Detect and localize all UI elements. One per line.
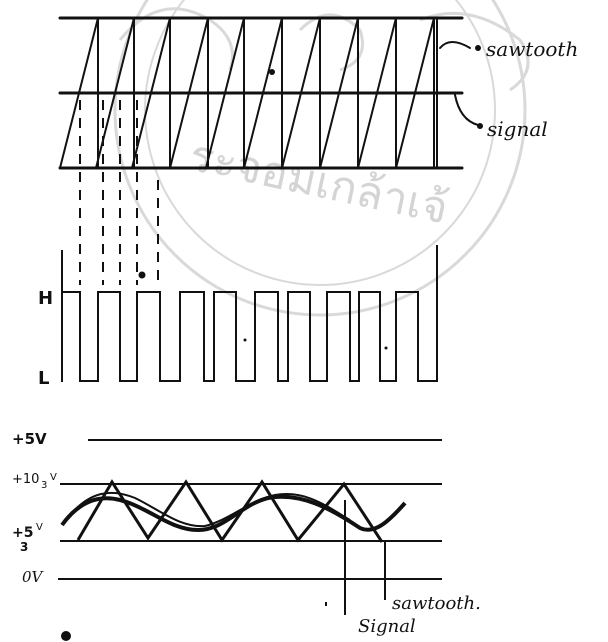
middle-panel xyxy=(61,245,438,382)
level-5-3v-subscript: 3 xyxy=(20,540,28,554)
bottom-signal-label: Signal xyxy=(358,616,416,637)
watermark-text: ระจอมเกล้าเจ้ xyxy=(185,130,453,234)
projection-lines xyxy=(79,100,159,285)
sawtooth-label: sawtooth xyxy=(486,37,578,61)
watermark-seal: ระจอมเกล้าเจ้ xyxy=(113,0,530,317)
bottom-signal-wave xyxy=(60,494,407,533)
top-panel xyxy=(58,16,479,170)
level-10-3v-subscript: 3 xyxy=(41,480,47,491)
level-10-3v-label: +10 xyxy=(12,472,39,487)
level-5-3v-label: +5 xyxy=(12,525,33,541)
low-level-label: L xyxy=(38,368,49,389)
bottom-panel xyxy=(58,439,442,615)
signal-leader xyxy=(454,94,479,126)
level-0v-label: 0V xyxy=(22,568,45,586)
sawtooth-teeth-path xyxy=(59,17,435,169)
level-5v-label: +5V xyxy=(12,430,47,448)
pwm-square-wave xyxy=(61,291,437,382)
level-10-3v-unit: V xyxy=(50,472,57,483)
sawtooth-leader xyxy=(439,41,471,49)
bottom-sawtooth-label: sawtooth. xyxy=(392,593,481,614)
signal-label: signal xyxy=(487,117,548,141)
level-5-3v-unit: V xyxy=(36,522,43,533)
sawtooth-wave xyxy=(59,17,435,169)
high-level-label: H xyxy=(38,288,53,309)
